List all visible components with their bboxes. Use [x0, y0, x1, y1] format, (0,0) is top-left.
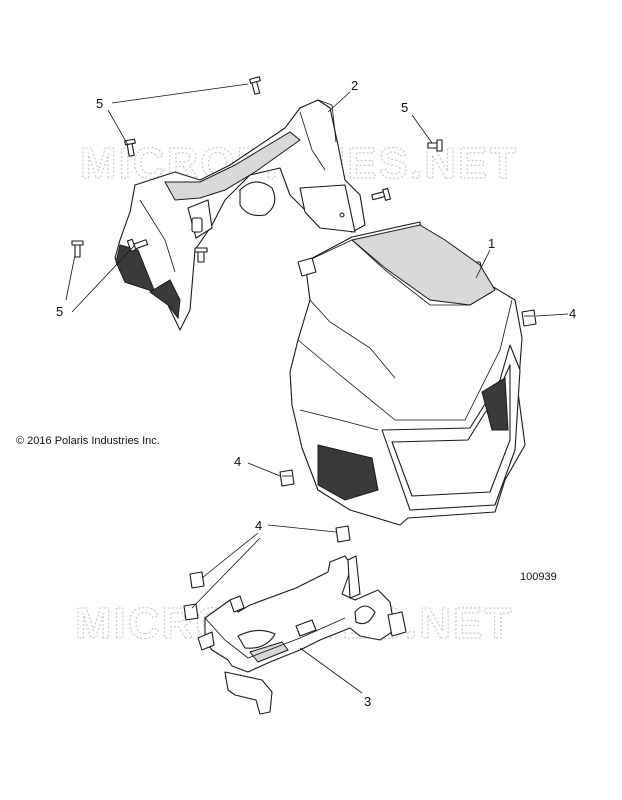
callout-2: 2: [351, 78, 358, 93]
callout-5-right: 5: [401, 100, 408, 115]
callout-4-right: 4: [569, 306, 576, 321]
callout-1: 1: [488, 236, 495, 251]
screw-right: [427, 139, 443, 152]
clip-right: [521, 309, 537, 327]
callout-4-bracket: 4: [255, 518, 262, 533]
clip-middle: [279, 469, 295, 487]
leader-lines: [65, 83, 569, 694]
clip-bracket-left: [189, 571, 205, 589]
callout-3: 3: [364, 694, 371, 709]
copyright-notice: © 2016 Polaris Industries Inc.: [16, 435, 160, 447]
screw-center: [194, 247, 208, 263]
figure-number: 100939: [520, 571, 557, 583]
clip-bracket-right: [335, 525, 351, 543]
callout-4-middle: 4: [234, 454, 241, 469]
screw-mid-right: [371, 187, 392, 201]
upper-cover-part: [114, 99, 366, 331]
screw-upper-right: [249, 76, 261, 95]
screw-left: [71, 240, 84, 258]
mount-bracket-part: [197, 555, 407, 715]
callout-5-upper: 5: [96, 96, 103, 111]
callout-5-left: 5: [56, 304, 63, 319]
headlight-pod-part: [289, 221, 526, 526]
clip-bracket-lower: [183, 603, 199, 621]
